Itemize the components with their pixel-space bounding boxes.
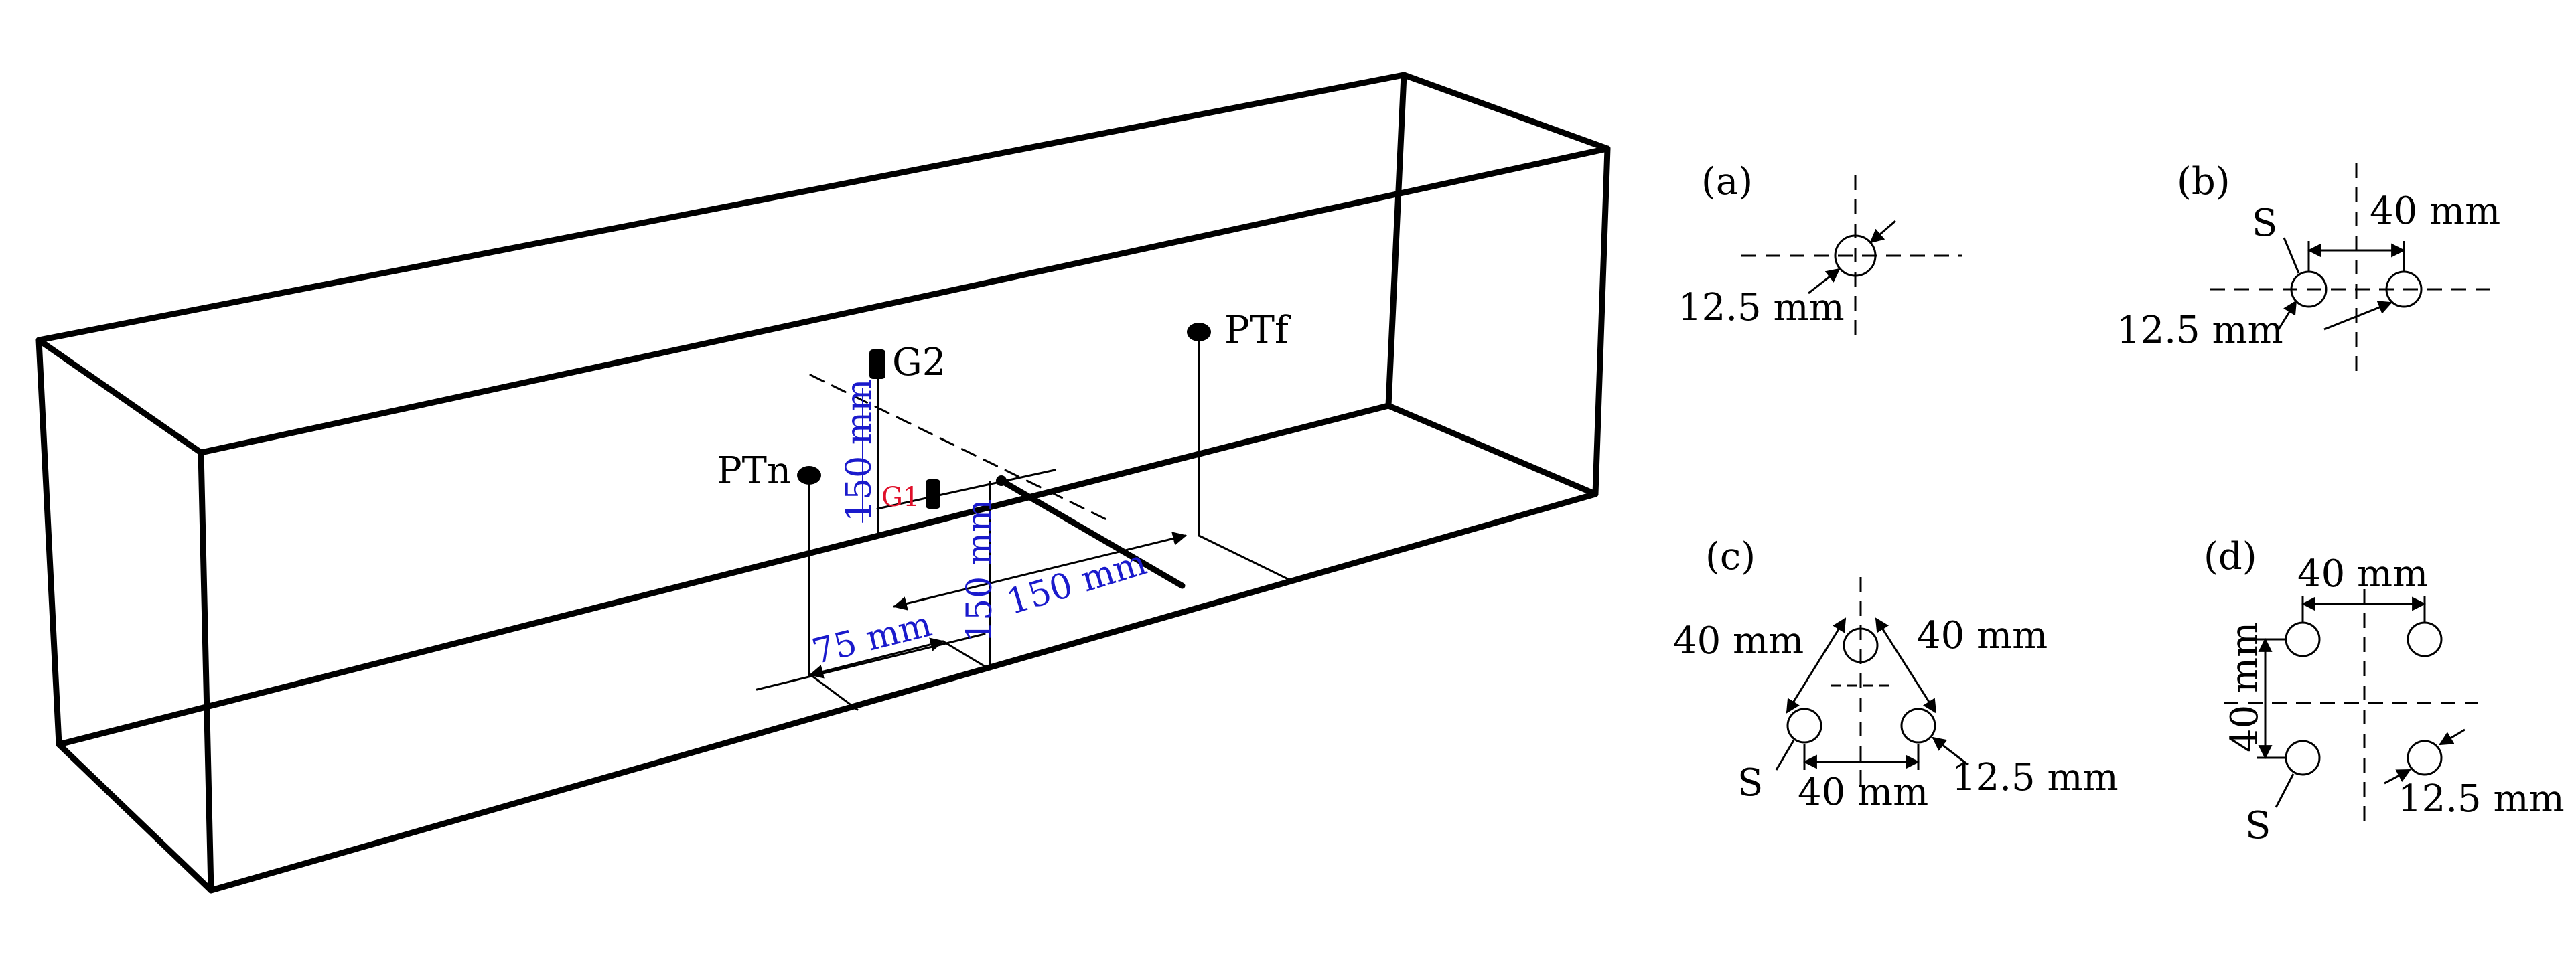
panel-d-hole-tl: [2285, 621, 2321, 657]
gauge-g1-label: G1: [881, 482, 920, 513]
panel-c-dia-arrow: [1932, 736, 1969, 766]
gauge-g2-marker: [869, 349, 885, 379]
probe-ptn-marker: [797, 466, 821, 485]
panel-d-source-leader: [2275, 773, 2295, 808]
panel-a-dia-arrow-1: [1869, 220, 1896, 244]
tank-bottom-right-edge: [1385, 402, 1599, 497]
panel-a: (a) 12.5 mm: [1678, 160, 1962, 343]
panel-c-label: (c): [1705, 535, 1756, 578]
tank-front-right-vertical: [1592, 145, 1611, 497]
panel-d-side-label: 40 mm: [2223, 622, 2267, 752]
tank-front-face: [35, 337, 214, 894]
panel-d-hole-bl: [2285, 740, 2321, 776]
tank-top-front-edge: [198, 145, 1611, 456]
dim-span-label: 150 mm: [1002, 542, 1151, 623]
panel-d-diameter: 12.5 mm: [2398, 777, 2565, 821]
probe-ptn-label: PTn: [717, 449, 791, 493]
panel-c-side-right: [1875, 617, 1937, 714]
g1-plane-line: [876, 469, 1056, 510]
panel-c-side-right-label: 40 mm: [1917, 614, 2048, 657]
panel-c-source-leader: [1775, 740, 1795, 771]
panel-b-label: (b): [2177, 160, 2230, 204]
dim-150-span-line: [892, 532, 1188, 611]
panel-c: (c) 40 mm 40 mm 40 mm S 12.5 mm: [1673, 535, 2119, 814]
panel-b-spacing: 40 mm: [2370, 189, 2500, 233]
panel-a-label: (a): [1701, 160, 1753, 204]
panel-b-dia-arrow-2: [2323, 301, 2392, 331]
tank-back-right-vertical: [1385, 72, 1407, 409]
panel-d-source: S: [2245, 804, 2271, 848]
panel-b-dia-arrow-1: [2276, 300, 2297, 332]
instrument-layout: [756, 332, 1291, 711]
panel-d-dia-arrow-1: [2439, 728, 2465, 746]
gauge-g1-marker: [926, 479, 940, 509]
dim-75-line: [808, 637, 945, 679]
dim-g2-height-label: 150 mm: [839, 379, 879, 522]
panel-c-side-left-label: 40 mm: [1673, 619, 1804, 663]
panel-c-diameter: 12.5 mm: [1952, 756, 2119, 799]
tank-bottom-back-edge: [56, 402, 1392, 748]
panel-b-source-leader: [2283, 237, 2300, 274]
tank-top-right-edge: [1401, 72, 1611, 152]
span-ext: [1198, 534, 1291, 581]
panel-d-top-label: 40 mm: [2297, 552, 2428, 596]
panel-b: (b) 40 mm S 12.5 mm: [2117, 160, 2500, 375]
panel-b-diameter: 12.5 mm: [2117, 309, 2283, 352]
panel-d-dia-arrow-2: [2384, 769, 2411, 785]
panel-d-hole-tr: [2407, 621, 2443, 657]
panel-d-label: (d): [2204, 535, 2257, 578]
panel-d-hole-br: [2407, 740, 2443, 776]
tank-wireframe: [35, 72, 1611, 894]
gauge-g2-label: G2: [892, 341, 946, 384]
floor-ext-2: [809, 673, 859, 711]
panel-c-side-left: [1786, 617, 1847, 714]
panel-a-dia-arrow-2: [1808, 268, 1841, 295]
panel-c-source: S: [1737, 761, 1763, 805]
panel-a-diameter: 12.5 mm: [1678, 286, 1845, 329]
g2-dashed-guide: [809, 374, 1113, 524]
dim-g1-height-label: 150 mm: [960, 499, 1000, 643]
g1-tube-node: [996, 475, 1007, 486]
panel-a-hole: [1834, 234, 1877, 277]
tank-top-back-edge: [35, 72, 1407, 343]
probe-ptf-label: PTf: [1224, 309, 1291, 352]
panel-c-hole-left: [1786, 708, 1822, 744]
panel-c-hole-right: [1900, 708, 1936, 744]
panel-b-source: S: [2252, 202, 2277, 245]
panel-c-base-label: 40 mm: [1798, 771, 1928, 814]
probe-ptf-marker: [1187, 323, 1211, 341]
floor-ext-3: [942, 640, 991, 671]
panel-d: (d) 40 mm 40 mm S 12.5 mm: [2204, 535, 2565, 848]
tank-bottom-front-edge: [208, 491, 1599, 894]
